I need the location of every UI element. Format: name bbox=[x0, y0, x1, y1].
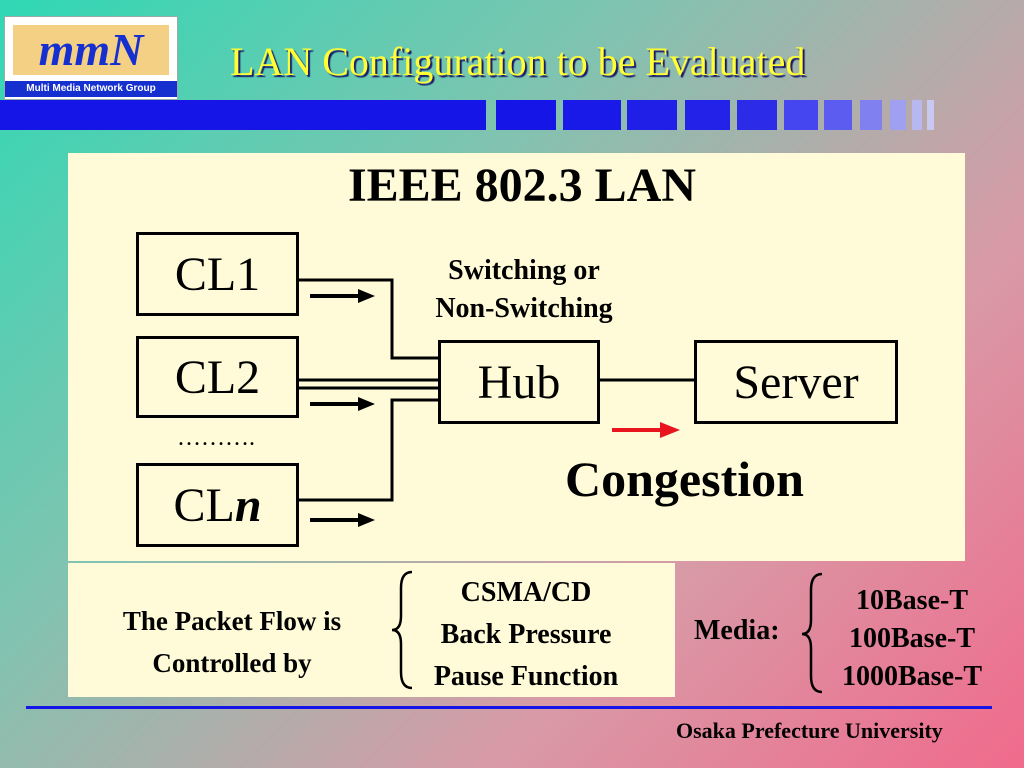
media-item: 10Base-T bbox=[856, 585, 968, 616]
switching-label: Switching or Non-Switching bbox=[400, 252, 648, 328]
media-list: 10Base-T 100Base-T 1000Base-T bbox=[822, 582, 1002, 696]
media-label: Media: bbox=[694, 615, 780, 646]
link-cln-hub bbox=[298, 398, 440, 502]
flow-control-label: The Packet Flow is Controlled by bbox=[82, 600, 382, 684]
footer-divider bbox=[26, 706, 992, 709]
flow-control-methods: CSMA/CD Back Pressure Pause Function bbox=[410, 572, 642, 698]
method-item: CSMA/CD bbox=[460, 577, 592, 608]
client-label: CL bbox=[173, 478, 235, 532]
server-node: Server bbox=[694, 340, 898, 424]
decor-square bbox=[685, 100, 730, 130]
hub-node: Hub bbox=[438, 340, 600, 424]
decor-square bbox=[784, 100, 818, 130]
brace-icon bbox=[801, 572, 823, 694]
decor-square bbox=[927, 100, 934, 130]
more-clients-ellipsis: ………. bbox=[177, 425, 255, 451]
client-node-1: CL1 bbox=[136, 232, 299, 316]
congestion-arrow bbox=[612, 422, 680, 438]
decor-square bbox=[890, 100, 906, 130]
brace-icon bbox=[391, 570, 413, 690]
flow-arrows bbox=[310, 289, 375, 527]
decor-square bbox=[627, 100, 677, 130]
arrow-head-icon bbox=[358, 397, 375, 411]
decor-square bbox=[737, 100, 777, 130]
link-cl1-hub bbox=[298, 278, 440, 360]
diagram-heading: IEEE 802.3 LAN bbox=[347, 159, 697, 212]
logo-graphic: mmN bbox=[13, 24, 169, 75]
decor-square bbox=[824, 100, 852, 130]
title-bar bbox=[0, 100, 486, 130]
logo-caption: Multi Media Network Group bbox=[5, 81, 177, 97]
decor-square bbox=[563, 100, 621, 130]
decor-square bbox=[860, 100, 882, 130]
arrow-head-icon bbox=[358, 289, 375, 303]
decor-square bbox=[496, 100, 556, 130]
flow-control-line: The Packet Flow is bbox=[122, 606, 342, 636]
switching-label-line: Non-Switching bbox=[435, 293, 613, 324]
red-arrow-icon bbox=[660, 422, 680, 438]
client-label: CL1 bbox=[174, 247, 261, 301]
congestion-label: Congestion bbox=[565, 451, 804, 507]
media-item: 100Base-T bbox=[849, 623, 975, 654]
footer-institution: Osaka Prefecture University bbox=[676, 718, 943, 743]
method-item: Pause Function bbox=[433, 661, 619, 692]
flow-control-line: Controlled by bbox=[152, 648, 312, 678]
arrow-head-icon bbox=[358, 513, 375, 527]
page-title: LAN Configuration to be Evaluated bbox=[230, 39, 806, 84]
switching-label-line: Switching or bbox=[448, 255, 600, 286]
client-label-n: n bbox=[234, 478, 262, 532]
client-label: CL2 bbox=[174, 350, 261, 404]
media-item: 1000Base-T bbox=[842, 661, 982, 692]
method-item: Back Pressure bbox=[440, 619, 612, 650]
decor-square bbox=[912, 100, 922, 130]
logo: mmN Multi Media Network Group bbox=[4, 16, 178, 100]
flow-control-panel bbox=[68, 563, 675, 697]
hub-label: Hub bbox=[477, 355, 561, 409]
logo-mark: mmN bbox=[39, 24, 146, 75]
server-label: Server bbox=[733, 355, 859, 409]
client-node-2: CL2 bbox=[136, 336, 299, 418]
